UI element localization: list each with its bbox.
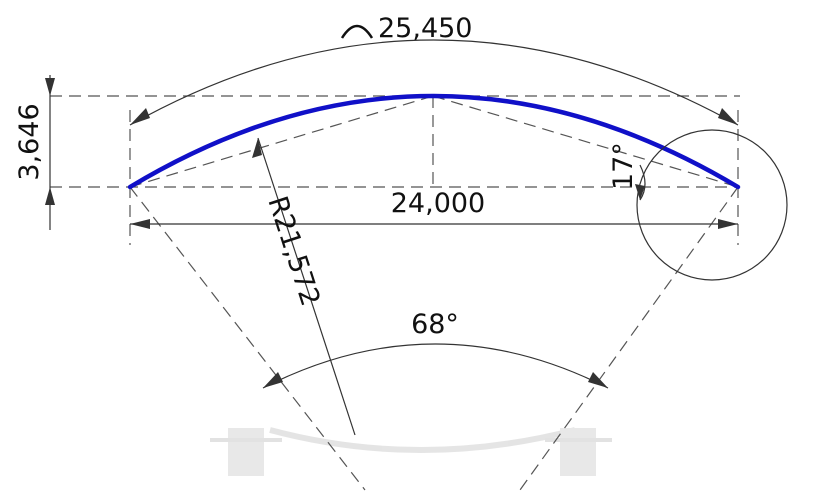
rise-arrow-bottom xyxy=(45,187,55,205)
radius-arrowhead xyxy=(252,138,262,158)
construction-lines xyxy=(50,95,740,491)
radius-label: R21,572 xyxy=(261,193,325,310)
chord-arrow-left xyxy=(130,219,150,229)
tangent-angle-label: 17° xyxy=(608,142,639,190)
central-angle-arrow-right xyxy=(588,372,608,388)
detail-circle xyxy=(636,129,788,281)
central-angle-arc xyxy=(262,343,609,389)
tangent-angle-arrow xyxy=(635,184,645,200)
radius-leader xyxy=(257,137,356,436)
watermark-emblem xyxy=(210,427,612,476)
central-angle-label: 68° xyxy=(411,309,459,340)
rise-arrow-top xyxy=(45,78,55,96)
main-arch-arc xyxy=(127,93,741,190)
rise-label: 3,646 xyxy=(14,103,45,180)
arc-length-label: 25,450 xyxy=(378,13,472,44)
chord-label: 24,000 xyxy=(391,188,485,219)
arc-length-symbol-icon xyxy=(340,24,374,39)
arc-length-dimension-arc xyxy=(129,39,739,126)
arc-length-arrow-left xyxy=(130,108,150,125)
tangent-angle-arc xyxy=(639,164,646,201)
chord-arrow-right xyxy=(718,219,738,229)
central-angle-arrow-left xyxy=(263,372,283,388)
arc-length-arrow-right xyxy=(718,108,738,125)
